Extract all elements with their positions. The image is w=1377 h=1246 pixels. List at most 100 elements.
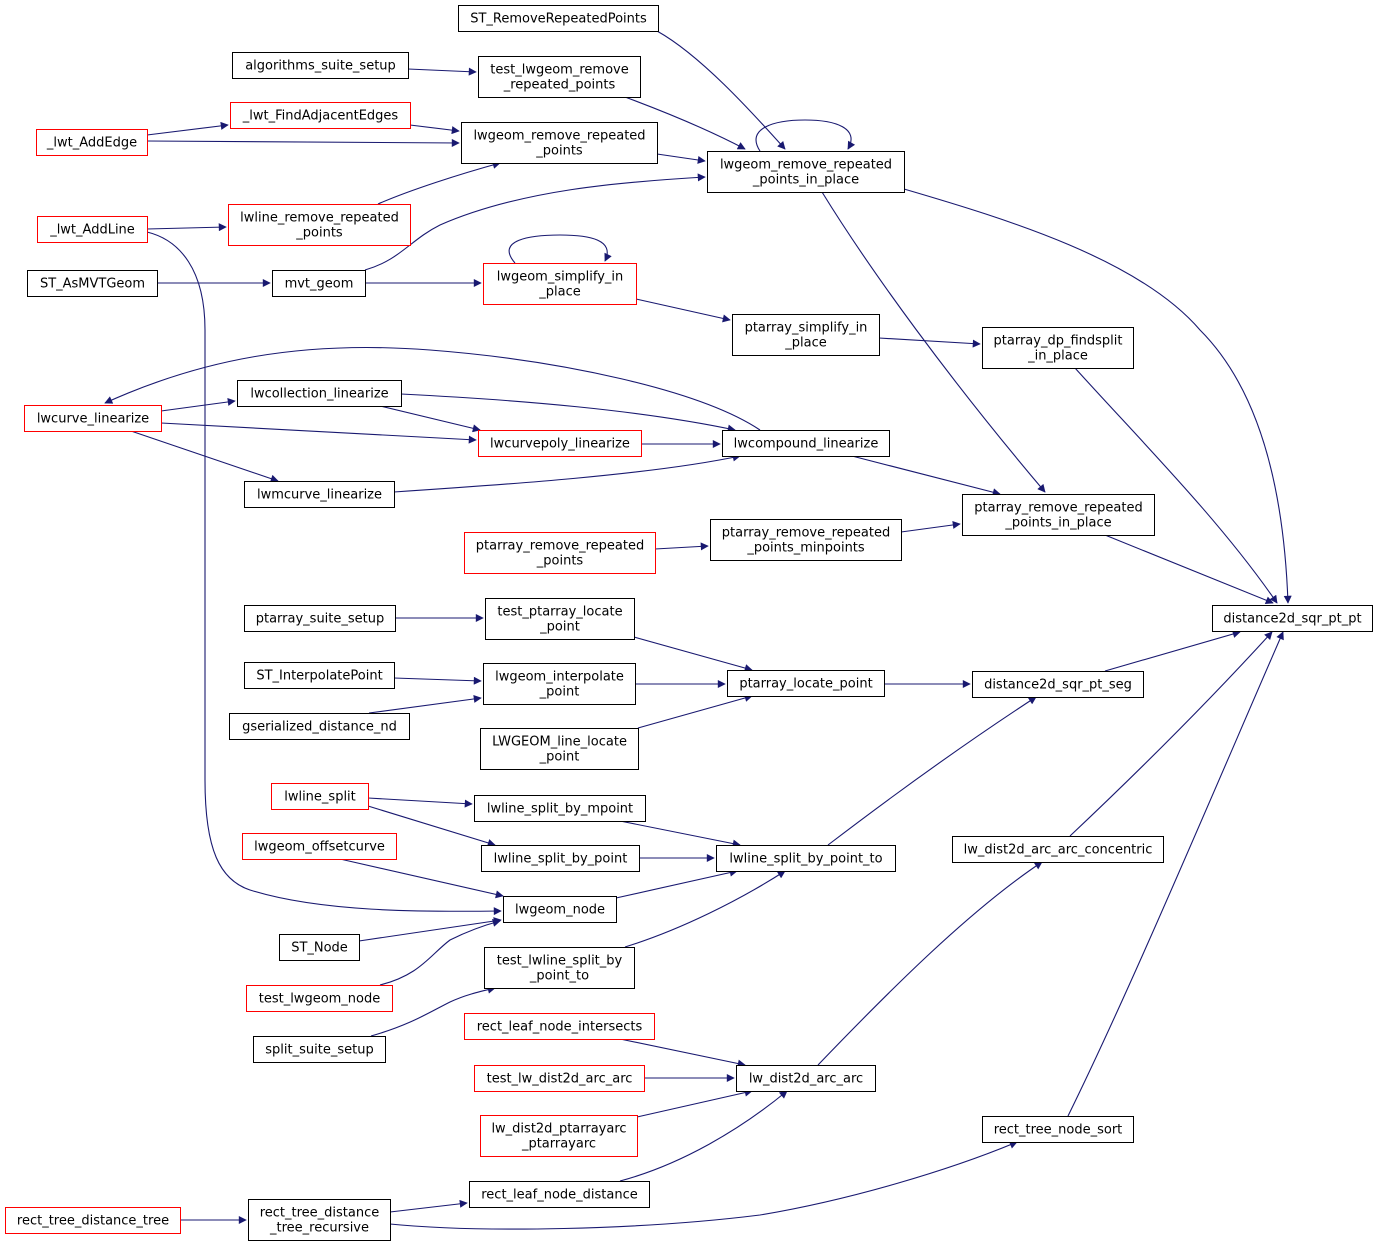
node-label-line: ST_Node: [291, 941, 348, 956]
node-label-line: _points_in_place: [752, 173, 859, 188]
node-label-line: _point: [539, 750, 580, 765]
node-lwt_addedge[interactable]: _lwt_AddEdge: [36, 129, 148, 156]
node-ptarray_locate_point[interactable]: ptarray_locate_point: [727, 670, 885, 697]
node-label-line: _point_to: [529, 969, 589, 984]
node-lw_dist2d_arc_arc[interactable]: lw_dist2d_arc_arc: [736, 1065, 876, 1092]
node-label-line: test_lw_dist2d_arc_arc: [487, 1072, 633, 1087]
node-label-line: ST_RemoveRepeatedPoints: [470, 12, 647, 27]
node-gserialized_distance_nd[interactable]: gserialized_distance_nd: [229, 713, 410, 740]
node-box: [5, 1207, 181, 1234]
node-label-line: _lwt_AddEdge: [46, 136, 137, 151]
edge-st_interpolatepoint-to-lwgeom_interpolate_point: [393, 676, 482, 685]
node-box: [244, 481, 395, 508]
node-label-line: _tree_recursive: [269, 1221, 369, 1236]
edge-mvt_geom-to-lwgeom_remove_repeated_points_in_place: [364, 173, 706, 271]
node-lwgeom_remove_repeated_points_in_place[interactable]: lwgeom_remove_repeated_points_in_place: [707, 151, 905, 193]
node-label-line: _place: [784, 336, 826, 351]
node-test_lwline_split_by_point_to[interactable]: test_lwline_split_by_point_to: [484, 947, 635, 989]
node-box: [480, 1115, 638, 1157]
node-lwcompound_linearize[interactable]: lwcompound_linearize: [722, 430, 890, 457]
edge-lw_dist2d_arc_arc_concentric-to-distance2d_sqr_pt_pt: [1069, 631, 1273, 837]
node-label-line: lwgeom_simplify_in: [497, 270, 624, 285]
node-lwline_split_by_point_to[interactable]: lwline_split_by_point_to: [716, 845, 896, 872]
node-rect_tree_distance_tree_recursive[interactable]: rect_tree_distance_tree_recursive: [248, 1199, 391, 1241]
node-st_interpolatepoint[interactable]: ST_InterpolatePoint: [244, 662, 395, 689]
node-distance2d_sqr_pt_pt[interactable]: distance2d_sqr_pt_pt: [1212, 605, 1373, 632]
edge-lwcurve_linearize-to-lwcurvepoly_linearize: [160, 422, 477, 444]
node-lwline_remove_repeated_points[interactable]: lwline_remove_repeated_points: [228, 204, 411, 246]
node-box: [503, 896, 617, 923]
node-lw_dist2d_arc_arc_concentric[interactable]: lw_dist2d_arc_arc_concentric: [952, 836, 1164, 863]
node-label-line: ptarray_simplify_in: [745, 321, 868, 336]
node-box: [242, 833, 397, 860]
node-st_node[interactable]: ST_Node: [279, 934, 360, 961]
edges: [104, 30, 1292, 1230]
node-lwgeom_offsetcurve[interactable]: lwgeom_offsetcurve: [242, 833, 397, 860]
node-label-line: test_lwline_split_by: [497, 954, 623, 969]
node-lwline_split_by_mpoint[interactable]: lwline_split_by_mpoint: [474, 795, 646, 822]
node-box: [480, 728, 639, 770]
node-ptarray_suite_setup[interactable]: ptarray_suite_setup: [244, 605, 396, 632]
node-ptarray_remove_repeated_points_minpoints[interactable]: ptarray_remove_repeated_points_minpoints: [710, 519, 902, 561]
node-lwline_split[interactable]: lwline_split: [271, 783, 369, 810]
node-label-line: lwgeom_remove_repeated: [720, 158, 892, 173]
node-label-line: _ptarrayarc: [521, 1137, 596, 1152]
node-label-line: gserialized_distance_nd: [242, 720, 397, 735]
edge-gserialized_distance_nd-to-lwgeom_interpolate_point: [368, 694, 482, 714]
node-rect_tree_node_sort[interactable]: rect_tree_node_sort: [982, 1116, 1134, 1143]
node-test_lw_dist2d_arc_arc[interactable]: test_lw_dist2d_arc_arc: [474, 1065, 645, 1092]
node-label-line: ST_InterpolatePoint: [256, 669, 382, 684]
node-label-line: lwgeom_remove_repeated: [473, 129, 645, 144]
node-lwgeom_simplify_in_place[interactable]: lwgeom_simplify_in_place: [483, 263, 637, 305]
node-ptarray_remove_repeated_points[interactable]: ptarray_remove_repeated_points: [464, 532, 656, 574]
node-distance2d_sqr_pt_seg[interactable]: distance2d_sqr_pt_seg: [972, 671, 1144, 698]
node-lwgeom_interpolate_point[interactable]: lwgeom_interpolate_point: [483, 663, 636, 705]
node-lwcurvepoly_linearize[interactable]: lwcurvepoly_linearize: [478, 430, 642, 457]
node-rect_leaf_node_intersects[interactable]: rect_leaf_node_intersects: [464, 1013, 655, 1040]
node-lwmcurve_linearize[interactable]: lwmcurve_linearize: [244, 481, 395, 508]
node-label-line: ST_AsMVTGeom: [40, 277, 145, 292]
node-label-line: ptarray_dp_findsplit: [994, 334, 1123, 349]
node-ptarray_dp_findsplit_in_place[interactable]: ptarray_dp_findsplit_in_place: [982, 327, 1134, 369]
edge-lwline_split_by_mpoint-to-lwline_split_by_point_to: [619, 820, 741, 848]
edge-lwline_remove_repeated_points-to-lwgeom_remove_repeated_points: [377, 161, 501, 205]
edge-ptarray_remove_repeated_points-to-ptarray_remove_repeated_points_minpoints: [654, 542, 709, 551]
node-st_removerepeatedpoints[interactable]: ST_RemoveRepeatedPoints: [458, 5, 659, 32]
node-test_lwgeom_node[interactable]: test_lwgeom_node: [246, 985, 393, 1012]
node-mvt_geom[interactable]: mvt_geom: [272, 270, 366, 297]
node-box: [982, 327, 1134, 369]
node-label-line: _place: [538, 285, 580, 300]
node-rect_tree_distance_tree[interactable]: rect_tree_distance_tree: [5, 1207, 181, 1234]
edge-ptarray_remove_repeated_points_minpoints-to-ptarray_remove_repeated_points_in_place: [900, 521, 961, 533]
node-lwcollection_linearize[interactable]: lwcollection_linearize: [237, 380, 402, 407]
node-label-line: rect_tree_distance_tree: [17, 1214, 169, 1229]
node-lwline_split_by_point[interactable]: lwline_split_by_point: [481, 845, 640, 872]
node-ptarray_remove_repeated_points_in_place[interactable]: ptarray_remove_repeated_points_in_place: [962, 494, 1155, 536]
edge-lwgeom_line_locate_point-to-ptarray_locate_point: [637, 694, 753, 729]
node-lw_dist2d_ptarrayarc_ptarrayarc[interactable]: lw_dist2d_ptarrayarc_ptarrayarc: [480, 1115, 638, 1157]
node-lwt_findadjacentedges[interactable]: _lwt_FindAdjacentEdges: [230, 102, 411, 129]
node-lwgeom_line_locate_point[interactable]: LWGEOM_line_locate_point: [480, 728, 639, 770]
node-label-line: _points_in_place: [1004, 516, 1111, 531]
node-label-line: rect_tree_distance: [260, 1206, 380, 1221]
node-label-line: _lwt_FindAdjacentEdges: [242, 109, 399, 124]
node-label-line: _point: [539, 685, 580, 700]
node-lwt_addline[interactable]: _lwt_AddLine: [37, 216, 148, 243]
node-test_lwgeom_remove_repeated_points[interactable]: test_lwgeom_remove_repeated_points: [478, 56, 641, 98]
node-test_ptarray_locate_point[interactable]: test_ptarray_locate_point: [485, 598, 635, 640]
node-lwgeom_remove_repeated_points[interactable]: lwgeom_remove_repeated_points: [461, 122, 658, 164]
node-box: [272, 270, 366, 297]
edge-lwcollection_linearize-to-lwcurvepoly_linearize: [379, 405, 481, 433]
node-box: [483, 263, 637, 305]
node-ptarray_simplify_in_place[interactable]: ptarray_simplify_in_place: [732, 314, 880, 356]
node-box: [972, 671, 1144, 698]
node-split_suite_setup[interactable]: split_suite_setup: [253, 1036, 386, 1063]
node-box: [478, 56, 641, 98]
node-lwgeom_node[interactable]: lwgeom_node: [503, 896, 617, 923]
node-label-line: distance2d_sqr_pt_seg: [984, 678, 1132, 693]
node-lwcurve_linearize[interactable]: lwcurve_linearize: [24, 405, 162, 432]
node-label-line: _lwt_AddLine: [49, 223, 135, 238]
node-st_asmvtgeom[interactable]: ST_AsMVTGeom: [27, 270, 158, 297]
node-rect_leaf_node_distance[interactable]: rect_leaf_node_distance: [469, 1181, 650, 1208]
node-algorithms_suite_setup[interactable]: algorithms_suite_setup: [232, 52, 409, 79]
